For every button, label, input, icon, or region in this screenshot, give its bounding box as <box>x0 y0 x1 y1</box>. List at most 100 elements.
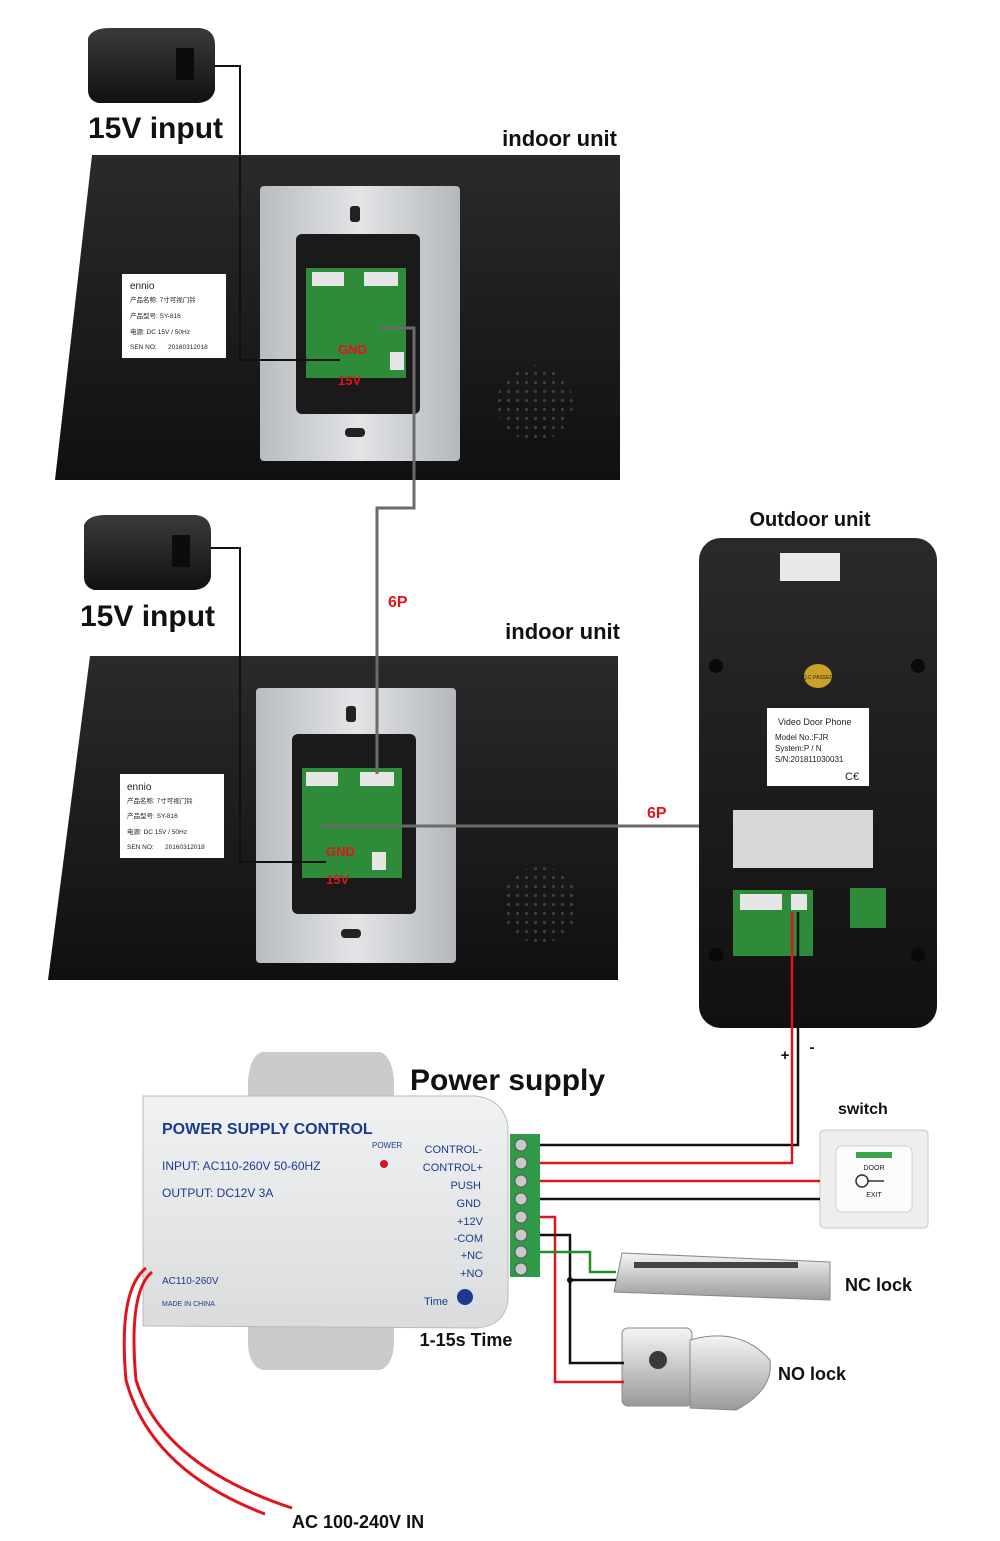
adapter-cables <box>211 65 340 863</box>
power-adapter-bottom: 15V input <box>80 515 215 633</box>
label-power-supply: Power supply <box>410 1064 605 1097</box>
wire-12v <box>540 1215 624 1384</box>
screw-8 <box>514 1262 528 1276</box>
indoor-unit-bottom: ennio 产品名称: 7寸可视门铃 产品型号: SY-816 电源: DC 1… <box>48 619 621 980</box>
screw-2 <box>514 1156 528 1170</box>
terminal-label-control-minus: CONTROL- <box>425 1144 483 1156</box>
screw-4 <box>514 1192 528 1206</box>
connector-cam2-top <box>364 272 398 286</box>
psu-time-label: Time <box>424 1296 448 1308</box>
label-outdoor-unit: Outdoor unit <box>749 509 870 531</box>
label-time: 1-15s Time <box>420 1330 513 1350</box>
adapter-cable-top <box>215 65 340 361</box>
label-no-lock: NO lock <box>778 1364 847 1384</box>
label-ac-input: AC 100-240V IN <box>292 1512 424 1532</box>
screw-3 <box>514 1174 528 1188</box>
cable-6p-indoor-link <box>375 326 416 774</box>
label-nc-lock: NC lock <box>845 1275 913 1295</box>
outdoor-sticker-system: System:P / N <box>775 744 822 753</box>
outdoor-sticker: Video Door Phone Model No.:FJR System:P … <box>767 708 869 786</box>
psu-title: POWER SUPPLY CONTROL <box>162 1121 373 1138</box>
sticker-sen-value: 20160312018 <box>165 844 205 851</box>
label-15v-bottom: 15V <box>326 872 349 887</box>
speaker-grille-bottom <box>502 867 578 943</box>
sticker-power: 电源: DC 15V / 50Hz <box>127 827 187 836</box>
outdoor-sticker-title: Video Door Phone <box>778 717 851 727</box>
psu-top-bracket <box>248 1052 394 1096</box>
connector-cam1-bottom <box>306 772 338 786</box>
psu-output: OUTPUT: DC12V 3A <box>162 1186 273 1200</box>
nc-lock-body <box>613 1252 831 1301</box>
label-indoor-unit-top: indoor unit <box>502 126 618 151</box>
outdoor-screw-tr <box>911 659 925 673</box>
no-lock-latch <box>689 1335 771 1411</box>
connector-power-bottom <box>372 852 386 870</box>
label-minus: - <box>810 1039 815 1056</box>
terminal-label-12v: +12V <box>457 1216 484 1228</box>
label-15v-input-top: 15V input <box>88 112 223 145</box>
power-adapter-top: 15V input <box>88 28 223 145</box>
wire-com-to-no <box>540 1233 624 1365</box>
psu-terminal-labels: CONTROL- CONTROL+ PUSH GND +12V -COM +NC… <box>423 1144 484 1280</box>
label-6p-horizontal: 6P <box>647 805 667 822</box>
screw-1 <box>514 1138 528 1152</box>
connector-cam1-top <box>312 272 344 286</box>
connector-cam2-bottom <box>360 772 394 786</box>
sticker-power: 电源: DC 15V / 50Hz <box>130 327 190 336</box>
psu-power-led <box>380 1160 388 1168</box>
wire-control-minus <box>540 912 800 1147</box>
outdoor-connector-lock <box>791 894 807 910</box>
lock-wiring <box>540 912 820 1384</box>
nc-lock: NC lock <box>613 1252 913 1301</box>
terminal-label-nc: +NC <box>461 1250 483 1262</box>
psu-time-knob <box>457 1289 473 1305</box>
sticker-model: 产品型号: SY-816 <box>127 811 178 820</box>
exit-switch-bottom-text: EXIT <box>866 1192 882 1199</box>
terminal-label-push: PUSH <box>450 1180 481 1192</box>
sticker-brand: ennio <box>127 782 152 793</box>
nc-lock-slot <box>634 1262 798 1268</box>
sticker-brand: ennio <box>130 281 155 292</box>
no-lock-keyhole <box>649 1351 667 1369</box>
outdoor-screw-tl <box>709 659 723 673</box>
speaker-grille-top <box>497 365 573 441</box>
indoor-sticker-top: ennio 产品名称: 7寸可视门铃 产品型号: SY-816 电源: DC 1… <box>122 274 226 358</box>
outdoor-jumper-board <box>733 810 873 868</box>
indoor-sticker-bottom: ennio 产品名称: 7寸可视门铃 产品型号: SY-816 电源: DC 1… <box>120 774 224 858</box>
psu-made-in: MADE IN CHINA <box>162 1301 215 1308</box>
wire-junction <box>567 1277 573 1283</box>
terminal-label-no: +NO <box>460 1268 483 1280</box>
label-6p-vertical: 6P <box>388 594 408 611</box>
label-switch: switch <box>838 1101 888 1118</box>
qc-passed-text: Q.C PASSED <box>803 675 834 681</box>
outdoor-unit: Q.C PASSED Video Door Phone Model No.:FJ… <box>699 509 937 1064</box>
outdoor-connector-6p <box>740 894 782 910</box>
exit-switch-button <box>835 1145 913 1213</box>
ce-mark: C€ <box>845 771 859 783</box>
power-supply: POWER SUPPLY CONTROL INPUT: AC110-260V 5… <box>142 1052 605 1370</box>
sticker-sen-label: SEN NO: <box>127 844 154 851</box>
label-15v-top: 15V <box>338 373 361 388</box>
plate-hole-top <box>345 428 365 437</box>
plate-slot-bottom <box>346 706 356 722</box>
outdoor-switch-pcb <box>850 888 886 928</box>
psu-bottom-bracket <box>248 1326 394 1370</box>
exit-switch-top-text: DOOR <box>864 1165 885 1172</box>
label-indoor-unit-bottom: indoor unit <box>505 619 621 644</box>
psu-input: INPUT: AC110-260V 50-60HZ <box>162 1159 321 1173</box>
outdoor-qr-label <box>780 553 840 581</box>
ac-wire-1 <box>122 1266 266 1516</box>
ac-wire-2 <box>132 1270 293 1510</box>
indoor-unit-top: ennio 产品名称: 7寸可视门铃 产品型号: SY-816 电源: DC 1… <box>55 126 620 480</box>
wire-nc <box>540 1250 616 1274</box>
label-gnd-top: GND <box>338 342 367 357</box>
sticker-sen-label: SEN NO: <box>130 344 157 351</box>
screw-6 <box>514 1228 528 1242</box>
terminal-label-gnd: GND <box>457 1198 482 1210</box>
sticker-name: 产品名称: 7寸可视门铃 <box>130 295 196 304</box>
outdoor-sticker-sn: S/N:201811030031 <box>775 755 844 764</box>
outdoor-sticker-model: Model No.:FJR <box>775 733 829 742</box>
sticker-model: 产品型号: SY-816 <box>130 311 181 320</box>
